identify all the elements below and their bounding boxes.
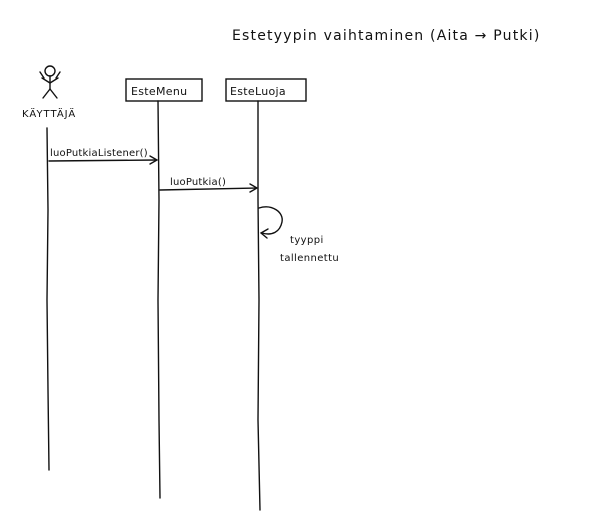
message-label: luoPutkiaListener() <box>50 148 148 159</box>
lifeline-estemenu <box>157 100 161 499</box>
message-arrow <box>48 159 157 162</box>
arrowhead-icon <box>149 155 159 165</box>
participant-estemenu: EsteMenu <box>125 78 203 102</box>
lifeline-kayttaja <box>46 127 50 471</box>
participant-label: EsteLuoja <box>230 85 286 98</box>
actor-label: KÄYTTÄJÄ <box>22 107 76 120</box>
message-label: luoPutkia() <box>170 177 226 188</box>
arrowhead-icon <box>259 228 269 239</box>
self-note-line2: tallennettu <box>280 253 339 264</box>
lifeline-esteluoja <box>257 100 261 511</box>
diagram-title: Estetyypin vaihtaminen (Aita → Putki) <box>232 28 540 44</box>
self-call-loop <box>258 206 283 235</box>
participant-label: EsteMenu <box>131 85 187 98</box>
stick-figure-icon <box>39 65 61 99</box>
arrowhead-icon <box>249 183 259 193</box>
participant-esteluoja: EsteLuoja <box>225 78 307 102</box>
self-note-line1: tyyppi <box>290 235 324 246</box>
message-arrow <box>159 187 257 191</box>
